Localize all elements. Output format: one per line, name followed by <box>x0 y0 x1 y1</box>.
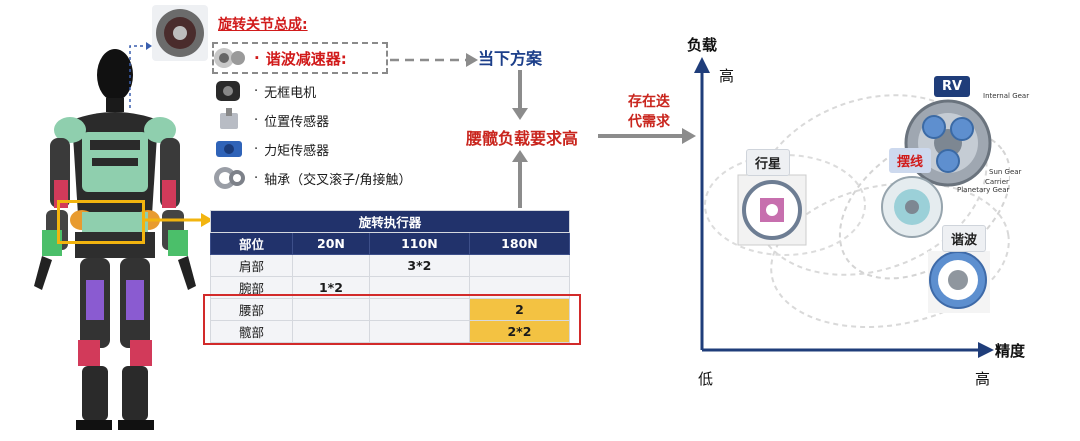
harmonic-reducer-icon <box>214 48 245 68</box>
value-cell: 3*2 <box>368 254 470 277</box>
column-header: 部位 <box>210 232 293 255</box>
column-header: 20N <box>292 232 370 255</box>
part-cell: 髋部 <box>210 320 293 343</box>
value-cell <box>468 276 571 299</box>
component-label: 无框电机 <box>264 85 317 101</box>
x-axis-title: 精度 <box>995 342 1026 360</box>
rotary-actuator-table: 旋转执行器 部位 20N 110N 180N 肩部 3*2 腕部 1*2 腰部 … <box>210 210 571 343</box>
dashed-arrow-to-current <box>390 53 478 67</box>
component-label: 谐波减速器: <box>265 49 347 68</box>
column-header: 110N <box>368 232 470 255</box>
component-label: 轴承（交叉滚子/角接触） <box>264 172 412 188</box>
gear-label-planetary: Planetary Gear <box>957 186 1010 194</box>
planetary-reducer-image <box>737 174 807 246</box>
current-solution-label: 当下方案 <box>478 49 543 68</box>
waist-hip-load-label: 腰髋负载要求高 <box>466 129 579 148</box>
component-item-harmonic-reducer: · 谐波减速器: <box>212 44 347 72</box>
value-cell <box>292 320 370 343</box>
category-planetary: 行星 <box>746 149 791 176</box>
iteration-line-2: 代需求 <box>628 114 670 130</box>
waist-highlight-box <box>57 200 145 244</box>
harmonic-reducer-image <box>928 251 990 313</box>
table-row: 髋部 2*2 <box>210 320 571 343</box>
gear-label-carrier: Carrier <box>985 178 1009 186</box>
table-row: 肩部 3*2 <box>210 254 571 277</box>
value-cell <box>368 298 470 321</box>
right-arrow-to-chart <box>598 128 696 144</box>
rotary-joint-assembly-icon <box>152 5 208 61</box>
waist-to-table-arrow <box>145 213 213 227</box>
cycloid-reducer-image <box>881 176 943 238</box>
down-arrow <box>512 70 528 120</box>
region-ellipse <box>770 181 1010 329</box>
part-cell: 肩部 <box>210 254 293 277</box>
up-arrow <box>512 150 528 208</box>
x-axis-low-label: 低 <box>698 370 714 388</box>
gear-label-ring: Internal Gear <box>983 92 1030 100</box>
part-cell: 腰部 <box>210 298 293 321</box>
torque-sensor-icon <box>216 141 242 157</box>
column-header: 180N <box>468 232 571 255</box>
x-axis-high-label: 高 <box>975 370 991 388</box>
y-axis-high-label: 高 <box>719 67 735 85</box>
iteration-line-1: 存在迭 <box>628 94 670 110</box>
bearing-icon <box>214 167 245 189</box>
value-cell-highlighted: 2*2 <box>468 320 571 343</box>
waist-hip-highlight-box <box>203 294 581 345</box>
frameless-motor-icon <box>216 81 240 101</box>
iteration-need-label: 存在迭 代需求 <box>614 92 684 132</box>
component-label: 位置传感器 <box>264 114 330 130</box>
value-cell: 1*2 <box>292 276 370 299</box>
reducer-position-chart <box>694 57 1010 358</box>
humanoid-robot-image <box>34 49 196 430</box>
component-item-frameless-motor: · 无框电机 <box>212 77 316 105</box>
component-item-position-sensor: · 位置传感器 <box>212 106 329 134</box>
value-cell <box>292 254 370 277</box>
position-sensor-icon <box>220 108 238 129</box>
category-cycloid: 摆线 <box>889 148 932 173</box>
table-title: 旋转执行器 <box>210 210 570 233</box>
gear-label-sun: Sun Gear <box>989 168 1022 176</box>
y-axis-title: 负载 <box>687 36 718 54</box>
connector-line <box>129 42 152 108</box>
category-harmonic: 谐波 <box>942 225 987 252</box>
component-item-torque-sensor: · 力矩传感器 <box>212 135 329 163</box>
category-rv: RV <box>934 76 971 97</box>
component-item-bearing: · 轴承（交叉滚子/角接触） <box>212 164 412 192</box>
component-label: 力矩传感器 <box>264 143 330 159</box>
value-cell <box>468 254 571 277</box>
harmonic-reducer-dashed-box <box>212 42 388 74</box>
part-cell: 腕部 <box>210 276 293 299</box>
assembly-title: 旋转关节总成: <box>218 17 308 33</box>
table-row: 腕部 1*2 <box>210 276 571 299</box>
